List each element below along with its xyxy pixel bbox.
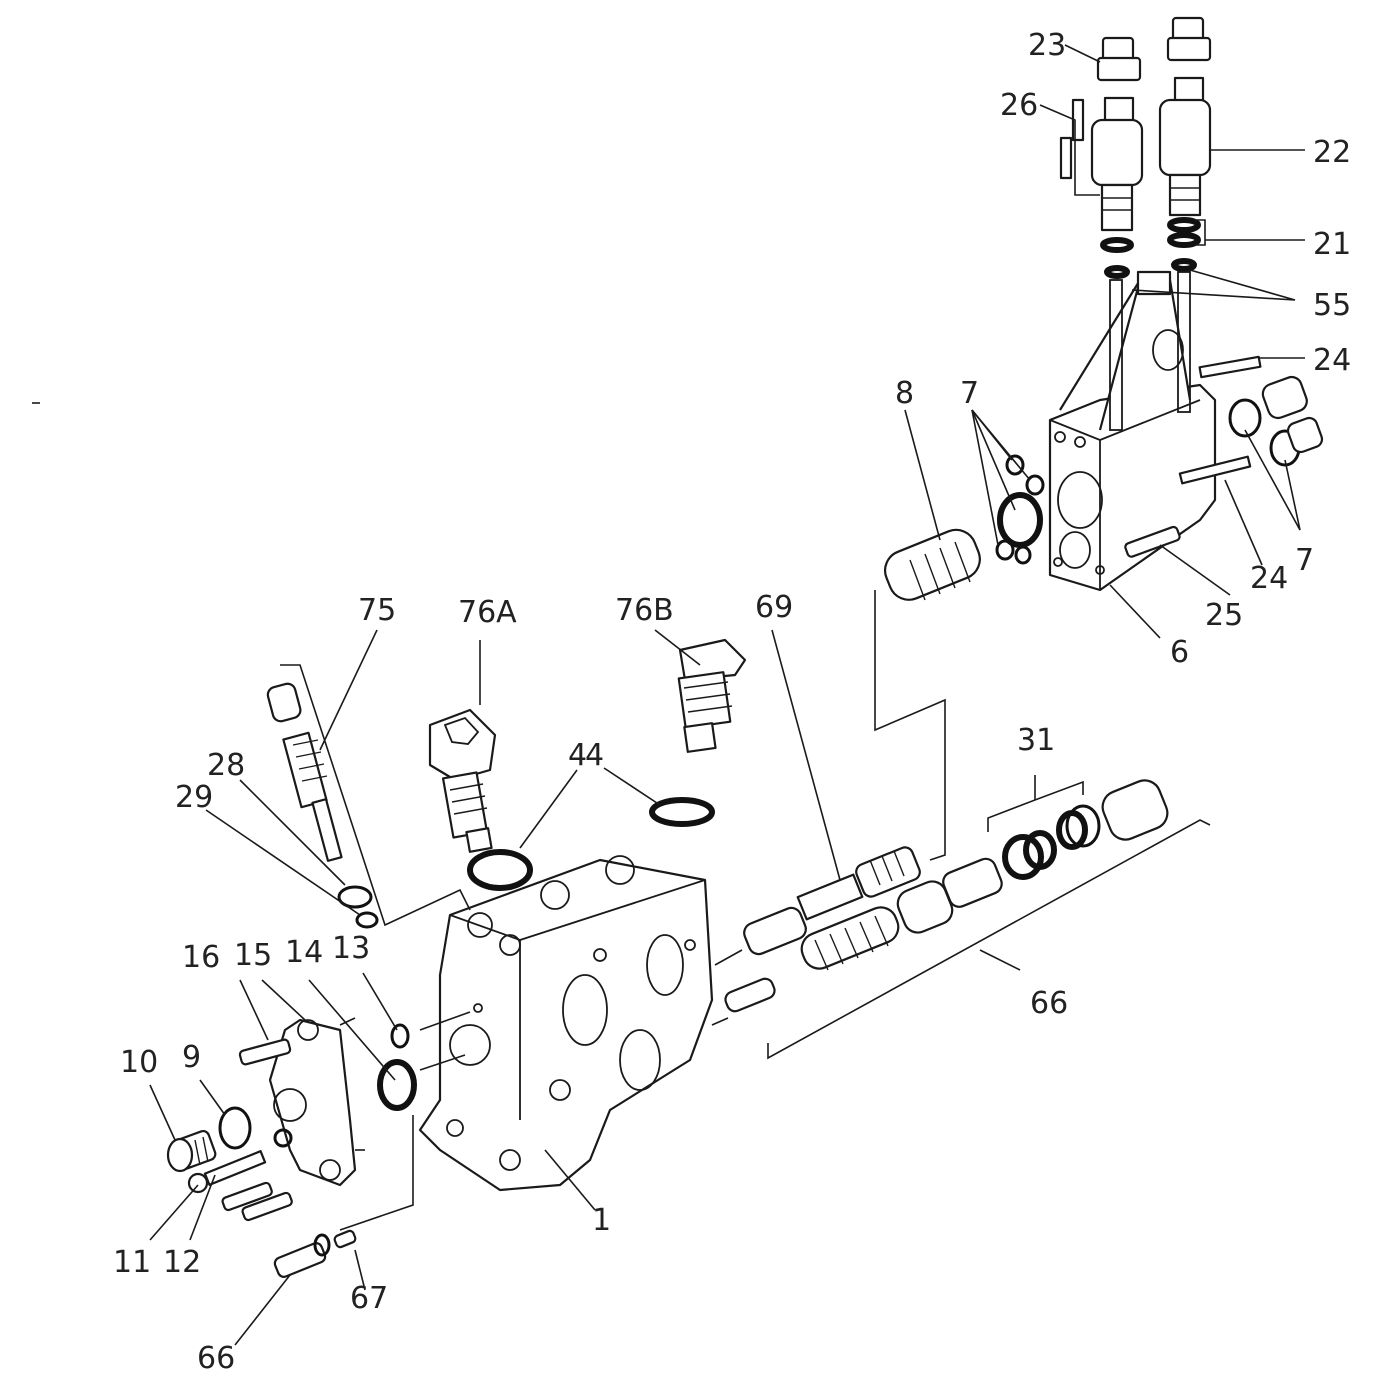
part-labels: 75 76A 76B 69 4 4 28 29 31 66 66 67 1 16… <box>113 28 1351 1376</box>
valve-76a <box>428 708 497 853</box>
spool-8 <box>883 528 981 601</box>
screw-25 <box>1124 525 1181 558</box>
o-ring-13 <box>390 1023 410 1049</box>
label-25: 25 <box>1205 598 1243 633</box>
label-75: 75 <box>358 593 396 628</box>
label-22: 22 <box>1313 135 1351 170</box>
o-ring-4b <box>649 797 715 827</box>
label-15: 15 <box>234 938 272 973</box>
plugs-7-right <box>1228 375 1324 467</box>
label-29: 29 <box>175 780 213 815</box>
label-4b: 4 <box>585 738 604 773</box>
label-26: 26 <box>1000 88 1038 123</box>
spring-large <box>800 906 900 971</box>
label-7-left: 7 <box>960 376 979 411</box>
valve-body <box>418 855 714 1192</box>
label-10: 10 <box>120 1045 158 1080</box>
screws-26 <box>1059 98 1085 180</box>
spool-assembly-31 <box>896 779 1169 934</box>
label-31: 31 <box>1017 723 1055 758</box>
label-55: 55 <box>1313 288 1351 323</box>
label-14: 14 <box>285 935 323 970</box>
label-24-top: 24 <box>1313 343 1351 378</box>
screws-lower <box>221 1128 293 1222</box>
label-24-bottom: 24 <box>1250 561 1288 596</box>
label-23: 23 <box>1028 28 1066 63</box>
label-12: 12 <box>163 1245 201 1280</box>
label-69: 69 <box>755 590 793 625</box>
label-1: 1 <box>592 1203 611 1238</box>
seals-7-left <box>995 454 1045 565</box>
label-4a: 4 <box>568 738 587 773</box>
solenoid-left <box>1090 36 1144 431</box>
label-6: 6 <box>1170 635 1189 670</box>
label-9: 9 <box>182 1040 201 1075</box>
label-8: 8 <box>895 376 914 411</box>
o-ring-28 <box>337 885 373 909</box>
label-21: 21 <box>1313 227 1351 262</box>
label-28: 28 <box>207 748 245 783</box>
label-7-right: 7 <box>1295 543 1314 578</box>
o-ring-29 <box>355 911 379 929</box>
solenoid-right <box>1158 16 1212 413</box>
label-66-bottom: 66 <box>197 1341 235 1376</box>
bolts-24 <box>1178 355 1262 485</box>
spring-small <box>724 977 776 1013</box>
label-76a: 76A <box>458 595 517 630</box>
label-13: 13 <box>332 931 370 966</box>
spool-69 <box>743 846 921 956</box>
label-67: 67 <box>350 1281 388 1316</box>
screw-16 <box>238 1038 292 1066</box>
plug-10 <box>166 1129 217 1173</box>
o-ring-4a <box>467 849 533 891</box>
label-11: 11 <box>113 1245 151 1280</box>
screw-66-bottom <box>273 1229 357 1278</box>
screw-12 <box>187 1150 267 1194</box>
label-76b: 76B <box>615 593 674 628</box>
relief-valve-75 <box>266 682 343 862</box>
leader-lines <box>32 44 1305 1346</box>
washer-9 <box>218 1106 252 1150</box>
label-66-right: 66 <box>1030 986 1068 1021</box>
o-ring-14 <box>377 1059 417 1111</box>
label-16: 16 <box>182 940 220 975</box>
valve-76b <box>677 638 747 753</box>
